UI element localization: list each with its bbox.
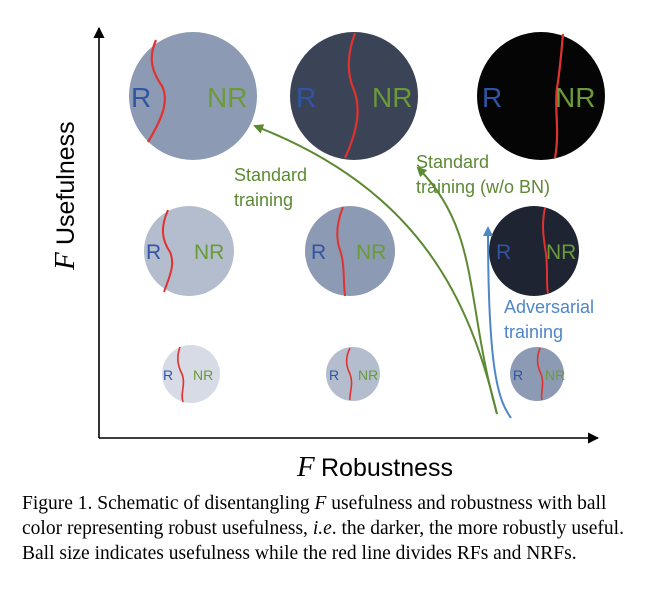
standard-training-label-line1: Standard bbox=[234, 165, 307, 185]
divider-line bbox=[336, 206, 346, 297]
ball-bottom-center: R NR bbox=[326, 347, 380, 401]
diagram: F Robustness F Usefulness R NR R NR R NR… bbox=[49, 26, 605, 483]
caption-part2: usefulness and robustness with ball colo… bbox=[22, 493, 607, 539]
ball-label-r: R bbox=[296, 82, 316, 113]
standard-bn-label-line2: training (w/o BN) bbox=[416, 177, 550, 197]
standard-training-arrow bbox=[253, 124, 498, 415]
y-axis-f-symbol: F bbox=[49, 252, 81, 271]
ball-label-nr: NR bbox=[546, 241, 576, 264]
y-axis-label: Usefulness bbox=[52, 121, 80, 245]
ball-bottom-left: R NR bbox=[162, 345, 220, 403]
ball-top-left: R NR bbox=[129, 32, 257, 160]
adversarial-training-arrow bbox=[483, 226, 512, 419]
divider-line bbox=[345, 347, 353, 401]
caption-part3: . the darker, the more robustly useful. … bbox=[22, 518, 624, 564]
ball-label-r: R bbox=[163, 367, 173, 383]
standard-bn-label-line1: Standard bbox=[416, 152, 489, 172]
ball-bottom-right: R NR bbox=[510, 347, 565, 401]
figure-caption: Figure 1. Schematic of disentangling F u… bbox=[22, 491, 642, 566]
ball-label-r: R bbox=[513, 367, 523, 383]
divider-line bbox=[344, 32, 359, 159]
x-axis-label: Robustness bbox=[321, 454, 453, 482]
ball-label-nr: NR bbox=[555, 82, 595, 113]
adversarial-label-line2: training bbox=[504, 322, 563, 342]
ball-label-nr: NR bbox=[193, 367, 213, 383]
ball-label-r: R bbox=[329, 367, 339, 383]
ball-label-r: R bbox=[131, 82, 151, 113]
caption-part1: Figure 1. Schematic of disentangling bbox=[22, 493, 315, 514]
divider-line bbox=[553, 33, 565, 159]
standard-training-label-line2: training bbox=[234, 190, 293, 210]
ball-label-nr: NR bbox=[545, 367, 565, 383]
x-axis-f-symbol: F bbox=[296, 451, 315, 483]
ball-label-nr: NR bbox=[207, 82, 247, 113]
divider-line bbox=[536, 347, 544, 401]
ball-top-right: R NR bbox=[477, 32, 605, 160]
divider-line bbox=[147, 39, 166, 143]
divider-line bbox=[162, 209, 174, 293]
ball-label-nr: NR bbox=[194, 241, 224, 264]
divider-line bbox=[177, 346, 185, 403]
ball-label-nr: NR bbox=[358, 367, 378, 383]
ball-label-r: R bbox=[496, 241, 511, 264]
divider-line bbox=[542, 207, 549, 295]
ball-middle-right: R NR bbox=[489, 206, 579, 296]
ball-label-r: R bbox=[311, 241, 326, 264]
ball-top-middle: R NR bbox=[290, 32, 418, 160]
standard-training-wo-bn-arrow bbox=[416, 166, 498, 415]
ball-middle-left: R NR bbox=[144, 206, 234, 296]
ball-label-nr: NR bbox=[356, 241, 386, 264]
caption-f-symbol: F bbox=[314, 493, 327, 514]
ball-middle-center: R NR bbox=[305, 206, 395, 297]
adversarial-label-line1: Adversarial bbox=[504, 297, 594, 317]
ball-label-nr: NR bbox=[372, 82, 412, 113]
ball-label-r: R bbox=[146, 241, 161, 264]
caption-ie: i.e bbox=[312, 518, 332, 539]
ball-label-r: R bbox=[482, 82, 502, 113]
